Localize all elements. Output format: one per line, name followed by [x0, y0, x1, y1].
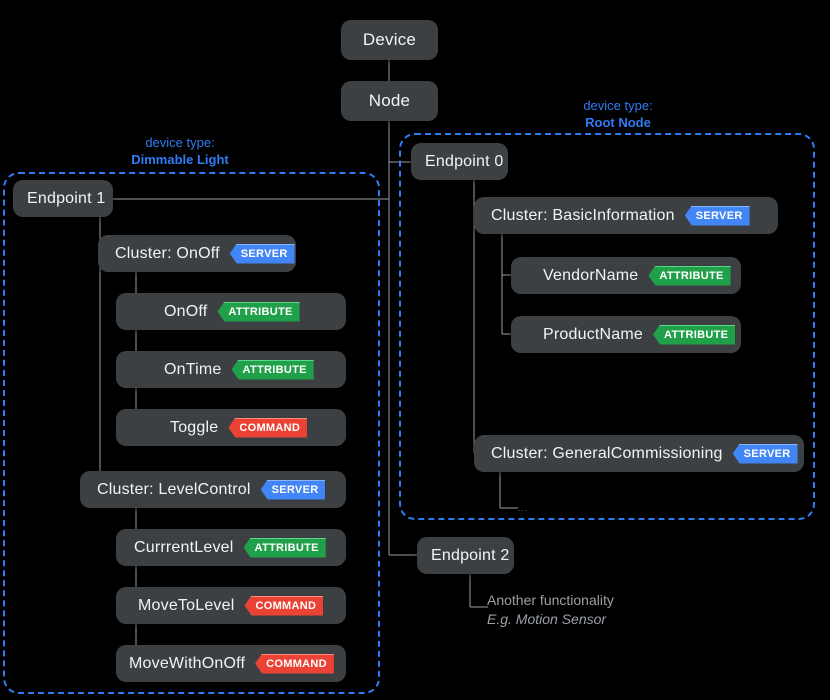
node-attribute-currrentlevel[interactable]: CurrrentLevel ATTRIBUTE — [116, 529, 346, 566]
endpoint-2-label: Endpoint 2 — [431, 546, 510, 564]
command-movetolevel-label: MoveToLevel — [138, 596, 235, 614]
node-device-label: Device — [362, 30, 417, 49]
ellipsis-label: ... — [518, 503, 529, 513]
badge-attribute: ATTRIBUTE — [217, 301, 300, 322]
node-cluster-generalcommissioning[interactable]: Cluster: GeneralCommissioning SERVER — [474, 435, 804, 472]
node-attribute-ontime[interactable]: OnTime ATTRIBUTE — [116, 351, 346, 388]
endpoint-2-note-line2: E.g. Motion Sensor — [487, 611, 607, 627]
node-command-toggle[interactable]: Toggle COMMAND — [116, 409, 346, 446]
badge-attribute: ATTRIBUTE — [653, 324, 736, 345]
group-root-node — [399, 133, 815, 520]
node-command-movewithonoff[interactable]: MoveWithOnOff COMMAND — [116, 645, 346, 682]
command-toggle-label: Toggle — [170, 418, 219, 436]
node-command-movetolevel[interactable]: MoveToLevel COMMAND — [116, 587, 346, 624]
cluster-basicinformation-label: Cluster: BasicInformation — [491, 206, 675, 224]
attribute-onoff-label: OnOff — [164, 302, 208, 320]
node-device[interactable]: Device — [341, 20, 438, 60]
badge-server: SERVER — [732, 443, 798, 464]
node-node[interactable]: Node — [341, 81, 438, 121]
attribute-productname-label: ProductName — [543, 325, 644, 343]
badge-attribute: ATTRIBUTE — [243, 537, 326, 558]
group-label-prefix: device type: — [583, 98, 653, 113]
node-attribute-productname[interactable]: ProductName ATTRIBUTE — [511, 316, 741, 353]
cluster-generalcommissioning-label: Cluster: GeneralCommissioning — [491, 444, 723, 462]
group-label-dimmable-light: device type: Dimmable Light — [92, 134, 268, 168]
endpoint-1-label: Endpoint 1 — [27, 189, 106, 207]
badge-attribute: ATTRIBUTE — [648, 265, 731, 286]
group-label-name: Root Node — [585, 115, 651, 130]
cluster-onoff-label: Cluster: OnOff — [115, 244, 220, 262]
badge-server: SERVER — [229, 243, 295, 264]
cluster-levelcontrol-label: Cluster: LevelControl — [97, 480, 251, 498]
group-label-name: Dimmable Light — [131, 152, 229, 167]
attribute-vendorname-label: VendorName — [543, 266, 639, 284]
node-endpoint-1[interactable]: Endpoint 1 — [13, 180, 113, 217]
command-movewithonoff-label: MoveWithOnOff — [129, 654, 246, 672]
badge-command: COMMAND — [244, 595, 324, 616]
endpoint-2-note: Another functionality E.g. Motion Sensor — [487, 591, 614, 629]
badge-attribute: ATTRIBUTE — [231, 359, 314, 380]
endpoint-0-label: Endpoint 0 — [425, 152, 504, 170]
attribute-currrentlevel-label: CurrrentLevel — [134, 538, 234, 556]
node-cluster-onoff[interactable]: Cluster: OnOff SERVER — [98, 235, 296, 272]
node-cluster-levelcontrol[interactable]: Cluster: LevelControl SERVER — [80, 471, 346, 508]
node-node-label: Node — [368, 91, 411, 110]
node-attribute-onoff[interactable]: OnOff ATTRIBUTE — [116, 293, 346, 330]
endpoint-2-note-line1: Another functionality — [487, 592, 614, 608]
generalcommissioning-more-ellipsis: ... — [518, 503, 529, 513]
group-label-root-node: device type: Root Node — [530, 97, 706, 131]
node-endpoint-0[interactable]: Endpoint 0 — [411, 143, 508, 180]
node-attribute-vendorname[interactable]: VendorName ATTRIBUTE — [511, 257, 741, 294]
group-dimmable-light — [3, 172, 380, 694]
badge-server: SERVER — [684, 205, 750, 226]
badge-command: COMMAND — [228, 417, 308, 438]
group-label-prefix: device type: — [145, 135, 215, 150]
attribute-ontime-label: OnTime — [164, 360, 222, 378]
node-cluster-basicinformation[interactable]: Cluster: BasicInformation SERVER — [474, 197, 778, 234]
badge-command: COMMAND — [255, 653, 334, 674]
badge-server: SERVER — [260, 479, 326, 500]
node-endpoint-2[interactable]: Endpoint 2 — [417, 537, 514, 574]
